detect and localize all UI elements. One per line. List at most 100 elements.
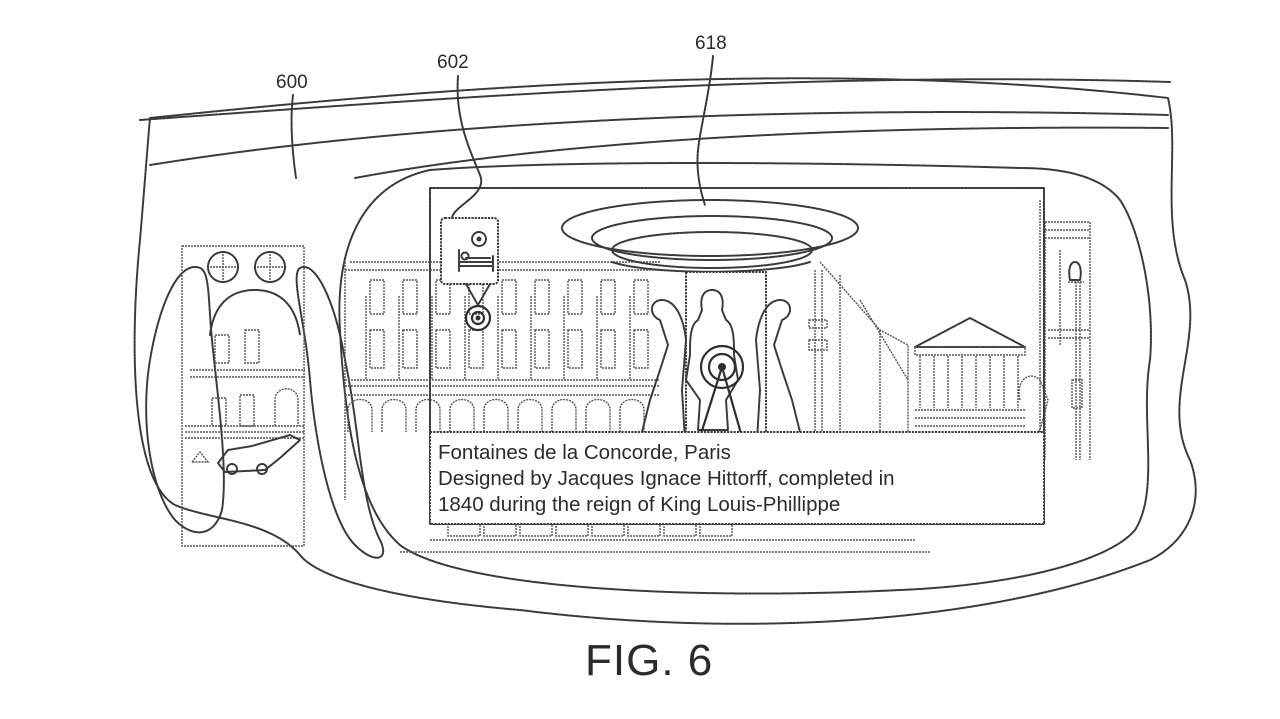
hotel-window — [435, 279, 451, 315]
nose-pad-right — [295, 266, 385, 559]
landmark-marker-pointer — [698, 366, 744, 438]
hotel-cornices — [345, 261, 660, 396]
left-window — [214, 334, 230, 364]
ground-block — [519, 523, 553, 537]
tower-structure — [1044, 221, 1091, 460]
hotel-arch — [551, 398, 577, 432]
ground-lines — [400, 539, 930, 553]
glasses-frame — [133, 77, 1197, 625]
hotel-arch — [483, 398, 509, 432]
left-arch-door — [274, 388, 299, 426]
hotel-window — [402, 279, 418, 315]
hotel-window — [600, 329, 616, 369]
poi-marker-dot — [475, 315, 481, 321]
poi-icon-box[interactable] — [440, 217, 499, 285]
right-building-lines — [1039, 200, 1090, 470]
hotel-arch — [517, 398, 543, 432]
ref-label-618: 618 — [695, 33, 727, 54]
hotel-arch — [585, 398, 611, 432]
fountain-basin-top — [561, 199, 859, 257]
leader-line-618 — [696, 55, 714, 206]
leader-line-602 — [451, 75, 483, 219]
reference-602: 602 — [437, 52, 483, 219]
hotel-arch — [415, 398, 441, 432]
hotel-window — [369, 279, 385, 315]
hotel-facade — [345, 261, 660, 396]
hotel-window — [435, 329, 451, 369]
fountain-basin-ring — [591, 215, 833, 261]
poi-marker-ring — [464, 304, 492, 332]
reference-618: 618 — [695, 33, 727, 206]
hotel-window — [567, 329, 583, 369]
left-scene — [181, 245, 305, 547]
hotel-arches — [347, 398, 645, 432]
ground-block — [447, 523, 481, 537]
bell-icon — [1068, 261, 1082, 281]
temple — [914, 317, 1026, 427]
hotel-arch — [449, 398, 475, 432]
hotel-windows — [365, 279, 649, 380]
hotel-arch — [381, 398, 407, 432]
right-lamp-post — [1068, 281, 1084, 460]
hotel-window — [468, 329, 484, 369]
ground-block — [591, 523, 625, 537]
hotel-window — [633, 279, 649, 315]
crosshair-icon-cross — [210, 254, 236, 280]
road-sign — [190, 450, 210, 463]
lamp-post-sign-2 — [808, 339, 828, 351]
info-box-title: Fontaines de la Concorde, Paris — [438, 441, 731, 464]
bed-icon — [458, 249, 494, 272]
figure-caption: FIG. 6 — [585, 636, 713, 685]
right-tower — [1018, 200, 1091, 470]
hotel-window — [567, 279, 583, 315]
hotel-window — [501, 329, 517, 369]
frame-brow-line-2 — [149, 111, 1169, 166]
hotel-window — [534, 279, 550, 315]
left-door-2 — [239, 394, 255, 427]
ground-block — [663, 523, 697, 537]
poi-icon-dot-ring — [471, 231, 487, 247]
hotel-window — [633, 329, 649, 369]
hotel-window — [501, 279, 517, 315]
reference-600: 600 — [276, 72, 308, 179]
crosshair-icon-2-cross — [257, 254, 283, 280]
frame-brow-line-3 — [354, 126, 1169, 179]
car-wheel-2 — [256, 463, 268, 475]
temple-columns — [919, 356, 1019, 408]
angled-building — [819, 261, 909, 500]
frame-outline — [133, 77, 1197, 625]
pedestrian — [1018, 375, 1049, 441]
ground-block — [555, 523, 589, 537]
nose-pad-left — [145, 265, 225, 534]
ground-block — [699, 523, 733, 537]
info-box[interactable]: Fontaines de la Concorde, Paris Designed… — [429, 431, 1045, 525]
ground-block — [483, 523, 517, 537]
hotel-window — [534, 329, 550, 369]
left-window-2 — [244, 329, 260, 364]
statue-figure — [685, 289, 739, 431]
poi-marker-ring-inner — [470, 310, 486, 326]
info-box-line-3: 1840 during the reign of King Louis-Phil… — [438, 493, 840, 516]
left-building — [181, 245, 305, 547]
landmark-marker-ring — [699, 344, 745, 390]
ref-label-600: 600 — [276, 72, 308, 93]
ground-blocks — [447, 523, 733, 537]
poi-callout[interactable] — [440, 217, 499, 332]
hotel-roofline — [344, 261, 430, 500]
ground-block — [627, 523, 661, 537]
info-box-line-2: Designed by Jacques Ignace Hittorff, com… — [438, 467, 895, 490]
lamp-post-sign — [808, 319, 828, 329]
landmark-marker-ring-inner — [707, 352, 737, 382]
hotel-arch — [347, 398, 373, 432]
temple-steps — [915, 409, 1025, 427]
frame-brow-line — [139, 78, 1171, 121]
leader-line-600 — [290, 94, 297, 179]
hotel-window — [402, 329, 418, 369]
lamp-post — [814, 270, 823, 500]
hotel-window — [369, 329, 385, 369]
car-wheel — [226, 463, 238, 475]
temple-pediment — [914, 317, 1026, 348]
car-icon — [217, 434, 301, 473]
temple-entablature — [914, 346, 1026, 356]
